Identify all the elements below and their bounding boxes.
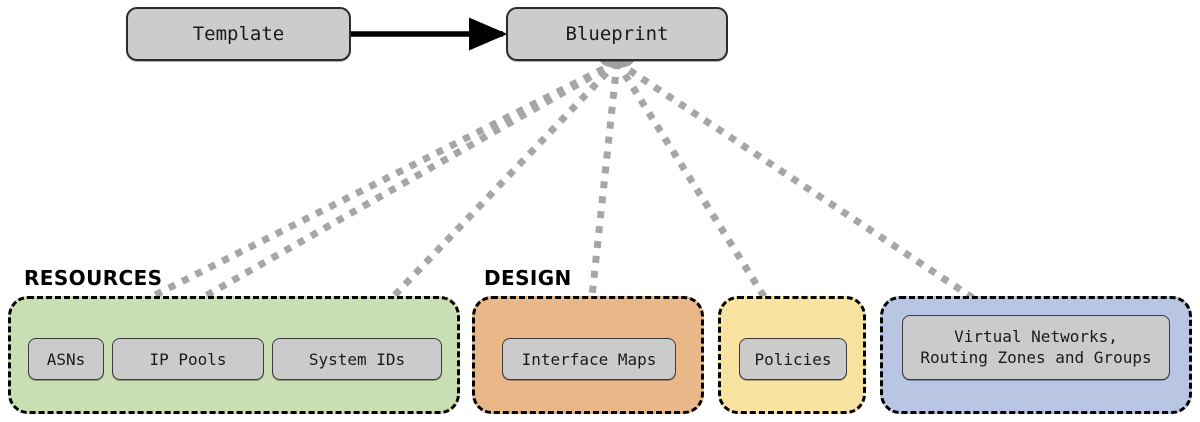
node-ip-pools[interactable]: IP Pools [112, 338, 264, 380]
node-label-block: Virtual Networks,Routing Zones and Group… [920, 327, 1151, 368]
node-system-ids[interactable]: System IDs [272, 338, 442, 380]
hub-to-virtual-networks [615, 59, 1008, 323]
node-asns[interactable]: ASNs [28, 338, 104, 380]
node-interface-maps[interactable]: Interface Maps [502, 338, 676, 380]
node-template[interactable]: Template [126, 7, 351, 61]
section-label-design: DESIGN [484, 266, 572, 290]
section-label-resources: RESOURCES [24, 266, 163, 290]
node-virtual-networks[interactable]: Virtual Networks,Routing Zones and Group… [902, 315, 1170, 380]
node-label-line: Routing Zones and Groups [920, 347, 1152, 367]
node-policies[interactable]: Policies [739, 338, 847, 380]
hub-to-interface-maps [584, 61, 621, 335]
node-label-line: Virtual Networks, [954, 327, 1118, 347]
node-blueprint[interactable]: Blueprint [506, 7, 728, 61]
